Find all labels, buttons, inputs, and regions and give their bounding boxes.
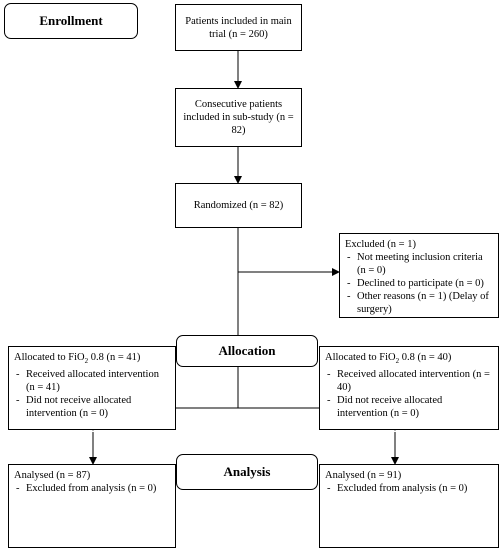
allocation-left-title: Allocated to FiO2 0.8 (n = 41) bbox=[14, 352, 141, 366]
analysed-left-title: Analysed (n = 87) bbox=[14, 470, 91, 481]
sub-study-text: Consecutive patients included in sub-stu… bbox=[183, 99, 294, 136]
sub-study-box: Consecutive patients included in sub-stu… bbox=[175, 88, 302, 147]
excluded-item: Declined to participate (n = 0) bbox=[345, 277, 493, 290]
excluded-item: Not meeting inclusion criteria (n = 0) bbox=[345, 251, 493, 277]
randomized-text: Randomized (n = 82) bbox=[193, 200, 284, 211]
excluded-item: Other reasons (n = 1) (Delay of surgery) bbox=[345, 290, 493, 316]
analysed-right-list: Excluded from analysis (n = 0) bbox=[325, 482, 493, 495]
allocation-right-list: Received allocated intervention (n = 40)… bbox=[325, 368, 493, 420]
allocation-right-title: Allocated to FiO2 0.8 (n = 40) bbox=[325, 352, 452, 366]
excluded-title: Excluded (n = 1) bbox=[345, 239, 416, 250]
enrollment-label: Enrollment bbox=[4, 3, 138, 39]
allocation-left-item: Received allocated intervention (n = 41) bbox=[14, 368, 170, 394]
excluded-list: Not meeting inclusion criteria (n = 0) D… bbox=[345, 251, 493, 316]
randomized-box: Randomized (n = 82) bbox=[175, 183, 302, 228]
allocation-right-item: Received allocated intervention (n = 40) bbox=[325, 368, 493, 394]
allocation-left-item: Did not receive allocated intervention (… bbox=[14, 394, 170, 420]
analysed-right-box: Analysed (n = 91) Excluded from analysis… bbox=[319, 464, 499, 548]
main-trial-text: Patients included in main trial (n = 260… bbox=[185, 15, 292, 40]
excluded-box: Excluded (n = 1) Not meeting inclusion c… bbox=[339, 233, 499, 318]
main-trial-box: Patients included in main trial (n = 260… bbox=[175, 4, 302, 51]
allocation-label: Allocation bbox=[176, 335, 318, 367]
allocation-right-box: Allocated to FiO2 0.8 (n = 40) Received … bbox=[319, 346, 499, 430]
allocation-left-box: Allocated to FiO2 0.8 (n = 41) Received … bbox=[8, 346, 176, 430]
analysed-right-title: Analysed (n = 91) bbox=[325, 470, 402, 481]
analysis-label: Analysis bbox=[176, 454, 318, 490]
analysed-left-box: Analysed (n = 87) Excluded from analysis… bbox=[8, 464, 176, 548]
analysed-left-list: Excluded from analysis (n = 0) bbox=[14, 482, 170, 495]
analysed-left-item: Excluded from analysis (n = 0) bbox=[14, 482, 170, 495]
allocation-left-list: Received allocated intervention (n = 41)… bbox=[14, 368, 170, 420]
allocation-right-item: Did not receive allocated intervention (… bbox=[325, 394, 493, 420]
analysed-right-item: Excluded from analysis (n = 0) bbox=[325, 482, 493, 495]
